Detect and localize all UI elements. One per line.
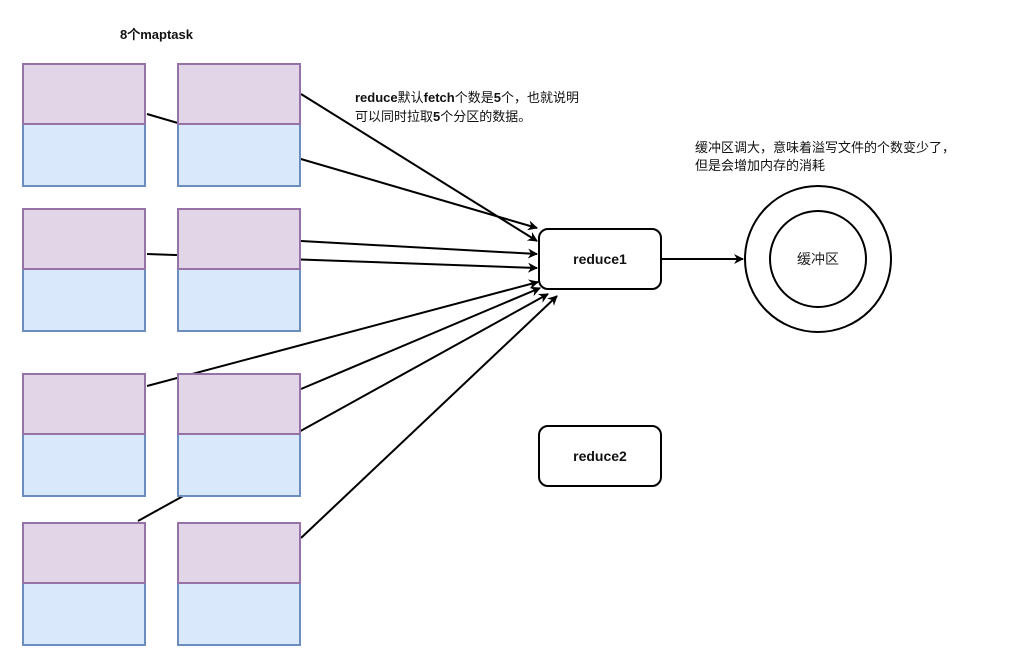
fetch-note-text: 个分区的数据。 xyxy=(440,110,532,125)
map-task-partition-block xyxy=(177,522,301,584)
map-task-partition-block xyxy=(22,522,146,584)
map-task-1[interactable] xyxy=(22,63,146,187)
fetch-note-text: reduce xyxy=(355,90,398,105)
map-task-2[interactable] xyxy=(177,63,301,187)
buffer-note-line-1: 缓冲区调大，意味着溢写文件的个数变少了， xyxy=(695,141,956,156)
reduce2-node[interactable]: reduce2 xyxy=(538,425,662,487)
maptask-count-title: 8个maptask xyxy=(120,27,193,42)
buffer-note-line-2: 但是会增加内存的消耗 xyxy=(695,159,826,174)
reduce1-label: reduce1 xyxy=(573,251,627,267)
map-task-data-block xyxy=(177,584,301,646)
fetch-note: reduce默认fetch个数是5个，也就说明 可以同时拉取5个分区的数据。 xyxy=(355,89,579,127)
map-task-partition-block xyxy=(22,208,146,270)
map-task-data-block xyxy=(177,125,301,187)
map-task-partition-block xyxy=(22,63,146,125)
map-task-4[interactable] xyxy=(177,208,301,332)
edge-m2-to-reduce1 xyxy=(300,93,538,242)
map-task-data-block xyxy=(22,270,146,332)
map-task-partition-block xyxy=(22,373,146,435)
fetch-note-text: 5 xyxy=(433,109,441,124)
fetch-note-text: 5 xyxy=(493,90,501,105)
map-task-partition-block xyxy=(177,208,301,270)
edge-m4-to-reduce1 xyxy=(300,240,538,259)
buffer-label: 缓冲区 xyxy=(797,252,839,268)
reduce2-label: reduce2 xyxy=(573,448,627,464)
map-task-data-block xyxy=(177,270,301,332)
map-task-data-block xyxy=(22,125,146,187)
map-task-7[interactable] xyxy=(22,522,146,646)
map-task-5[interactable] xyxy=(22,373,146,497)
map-task-6[interactable] xyxy=(177,373,301,497)
buffer-inner-circle[interactable]: 缓冲区 xyxy=(769,210,867,308)
edge-m5-to-reduce1 xyxy=(146,279,539,387)
map-task-data-block xyxy=(22,584,146,646)
fetch-note-text: 个，也就说明 xyxy=(500,91,579,106)
map-task-data-block xyxy=(177,435,301,497)
edge-m8-to-reduce1 xyxy=(300,295,558,539)
fetch-note-text: 可以同时拉取 xyxy=(355,110,434,125)
map-task-data-block xyxy=(22,435,146,497)
fetch-note-line-2: 可以同时拉取5个分区的数据。 xyxy=(355,108,579,127)
map-task-partition-block xyxy=(177,63,301,125)
edge-m6-to-reduce1 xyxy=(300,286,541,390)
fetch-note-line-1: reduce默认fetch个数是5个，也就说明 xyxy=(355,89,579,108)
map-task-3[interactable] xyxy=(22,208,146,332)
map-task-8[interactable] xyxy=(177,522,301,646)
map-task-partition-block xyxy=(177,373,301,435)
fetch-note-text: 默认 xyxy=(397,91,424,106)
fetch-note-text: 个数是 xyxy=(454,91,494,106)
reduce1-node[interactable]: reduce1 xyxy=(538,228,662,290)
buffer-note: 缓冲区调大，意味着溢写文件的个数变少了， 但是会增加内存的消耗 xyxy=(695,140,955,176)
fetch-note-text: fetch xyxy=(423,90,455,105)
